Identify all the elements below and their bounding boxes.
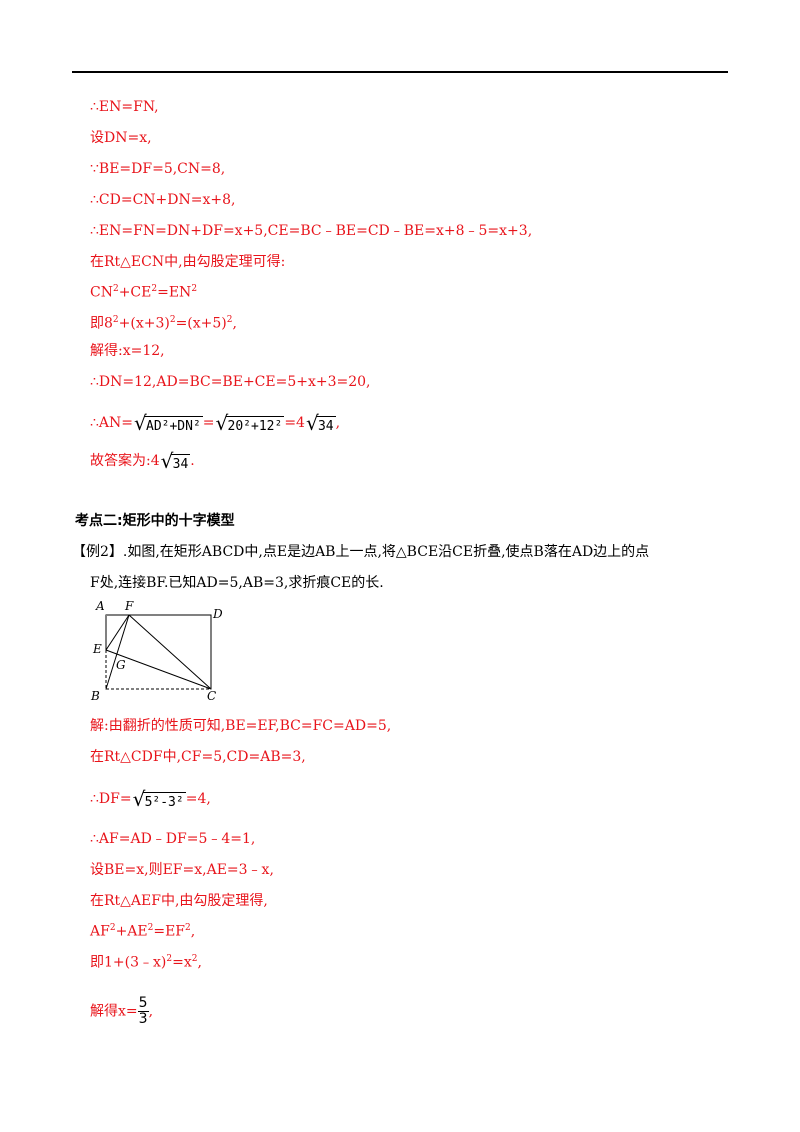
solution-line: 设DN=x, xyxy=(90,130,152,146)
label-g: G xyxy=(116,658,126,672)
problem-text: F处,连接BF.已知AD=5,AB=3,求折痕CE的长. xyxy=(90,575,384,591)
solution-line: ∵BE=DF=5,CN=8, xyxy=(90,161,226,177)
equation-line: CN2+CE2=EN2 xyxy=(90,284,198,301)
solution-line: ∴EN=FN=DN+DF=x+5,CE=BC﹣BE=CD﹣BE=x+8﹣5=x+… xyxy=(90,223,533,239)
sqrt-symbol: √AD²+DN² xyxy=(134,411,203,435)
solution-line: 设BE=x,则EF=x,AE=3﹣x, xyxy=(90,862,274,878)
sqrt-symbol: √5²-3² xyxy=(132,787,186,811)
label-d: D xyxy=(212,607,223,621)
problem-text: 【例2】.如图,在矩形ABCD中,点E是边AB上一点,将△BCE沿CE折叠,使点… xyxy=(72,544,650,560)
header-rule xyxy=(72,71,728,73)
segment-ef xyxy=(105,614,130,651)
label-f: F xyxy=(124,599,134,613)
label-e: E xyxy=(92,642,102,656)
equation-line: AF2+AE2=EF2, xyxy=(90,923,196,940)
solution-line: 在Rt△AEF中,由勾股定理得, xyxy=(90,893,268,909)
label-b: B xyxy=(90,689,100,703)
rectangle-diagram: A F D E G B C xyxy=(90,599,223,703)
segment-fc xyxy=(128,614,212,690)
segment-ec xyxy=(105,649,212,690)
solution-line: 解得:x=12, xyxy=(90,343,165,359)
solution-line: ∴CD=CN+DN=x+8, xyxy=(90,192,236,208)
solution-line: 解:由翻折的性质可知,BE=EF,BC=FC=AD=5, xyxy=(90,718,392,734)
solution-line: ∴EN=FN, xyxy=(90,99,159,115)
sqrt-equation-line: ∴AN=√AD²+DN²=√20²+12²=4√34, xyxy=(90,411,341,435)
sqrt-symbol: √34 xyxy=(305,411,336,435)
solution-line: 在Rt△ECN中,由勾股定理可得: xyxy=(90,254,286,270)
sqrt-equation-line: ∴DF=√5²-3²=4, xyxy=(90,787,211,811)
sqrt-symbol: √34 xyxy=(160,449,191,473)
equation-line: 即1+(3﹣x)2=x2, xyxy=(90,954,202,971)
answer-line: 故答案为:4√34. xyxy=(90,449,195,473)
label-a: A xyxy=(95,599,105,613)
solution-line: ∴AF=AD﹣DF=5﹣4=1, xyxy=(90,831,256,847)
equation-line: 即82+(x+3)2=(x+5)2, xyxy=(90,315,237,332)
section-heading: 考点二:矩形中的十字模型 xyxy=(75,513,235,529)
label-c: C xyxy=(207,689,216,703)
sqrt-symbol: √20²+12² xyxy=(215,411,285,435)
solution-line: ∴DN=12,AD=BC=BE+CE=5+x+3=20, xyxy=(90,374,371,390)
solution-line: 在Rt△CDF中,CF=5,CD=AB=3, xyxy=(90,749,306,765)
segment-bf xyxy=(105,614,130,690)
